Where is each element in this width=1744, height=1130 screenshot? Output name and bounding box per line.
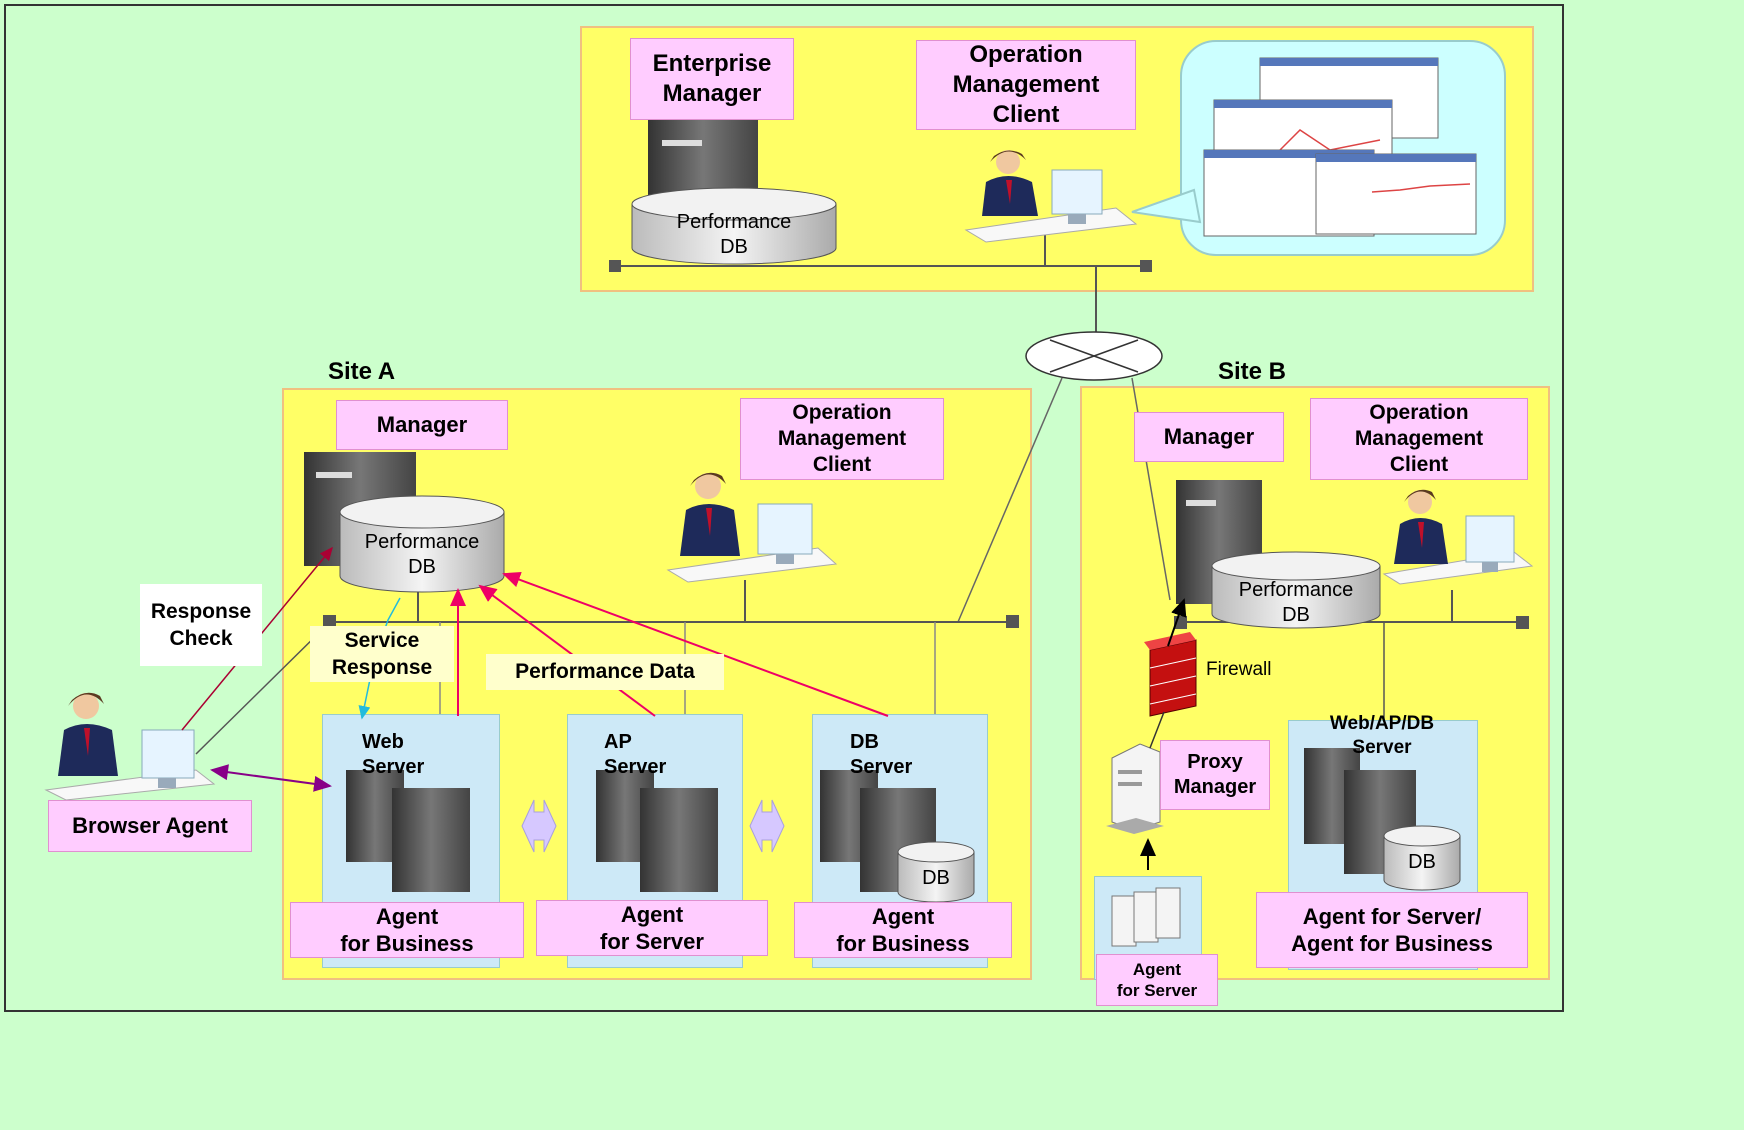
site-a-local-db-label: DB xyxy=(922,867,950,889)
browser-agent-operator-icon xyxy=(44,692,216,801)
web-ap-link-icon xyxy=(521,799,557,853)
screen-preview-windows xyxy=(1203,57,1477,237)
ap-server-label: AP Server xyxy=(604,731,667,778)
ap-data-arrow xyxy=(478,584,656,717)
firewall-icon xyxy=(1144,632,1197,717)
enterprise-manager-label: Enterprise Manager xyxy=(630,38,794,120)
diagram-frame xyxy=(4,4,1564,1012)
browser-agent-label: Browser Agent xyxy=(48,800,252,852)
proxy-manager-label: Proxy Manager xyxy=(1160,740,1270,810)
diagram-graphics xyxy=(44,57,1534,947)
ap-db-link-icon xyxy=(749,799,785,853)
agent-for-server-label: Agent for Server xyxy=(536,900,768,956)
site-b-op-client-label: Operation Management Client xyxy=(1310,398,1528,480)
browser-web-arrow xyxy=(210,764,332,792)
site-a-op-client-label: Operation Management Client xyxy=(740,398,944,480)
site-b-db-label: Performance DB xyxy=(1238,579,1354,626)
response-check-note: Response Check xyxy=(140,584,262,666)
site-a-local-db-icon xyxy=(897,841,975,903)
site-a-operator-icon xyxy=(666,472,838,583)
agent-server-business-label: Agent for Server/ Agent for Business xyxy=(1256,892,1528,968)
site-b-agent-for-server-label: Agent for Server xyxy=(1096,954,1218,1006)
agent-for-business-label-2: Agent for Business xyxy=(794,902,1012,958)
site-b-manager-label: Manager xyxy=(1134,412,1284,462)
site-b-operator-icon xyxy=(1382,489,1534,585)
enterprise-db-label: Performance DB xyxy=(676,211,792,258)
bubble-pointer xyxy=(1131,188,1202,224)
site-a-db-label: Performance DB xyxy=(364,531,480,578)
enterprise-op-client-label: Operation Management Client xyxy=(916,40,1136,130)
agent-for-business-label-1: Agent for Business xyxy=(290,902,524,958)
site-b-agent-servers-icon xyxy=(1111,887,1181,947)
site-a-db-icon xyxy=(339,495,505,593)
web-server-label: Web Server xyxy=(362,731,425,778)
wan-link-site-a xyxy=(957,377,1063,623)
performance-data-note: Performance Data xyxy=(486,654,724,690)
firewall-label: Firewall xyxy=(1206,659,1272,680)
db-data-arrow xyxy=(502,572,889,717)
service-response-note: Service Response xyxy=(310,626,454,682)
site-a-manager-label: Manager xyxy=(336,400,508,450)
wan-router-icon xyxy=(1025,331,1163,381)
db-server-label: DB Server xyxy=(850,731,913,778)
site-b-db-icon xyxy=(1211,551,1381,629)
proxy-to-firewall-link xyxy=(1149,711,1165,749)
site-b-server-label: Web/AP/DB Server xyxy=(1329,713,1435,758)
web-server-icon xyxy=(346,770,470,892)
site-b-local-db-label: DB xyxy=(1408,851,1436,873)
enterprise-operator-icon xyxy=(964,150,1138,243)
site-b-title: Site B xyxy=(1218,358,1287,385)
enterprise-db-icon xyxy=(631,187,837,265)
firewall-to-manager-arrow xyxy=(1167,598,1187,647)
site-b-local-db-icon xyxy=(1383,825,1461,891)
site-a-title: Site A xyxy=(328,358,396,385)
proxy-manager-server-icon xyxy=(1106,743,1164,834)
ap-server-icon xyxy=(596,770,718,892)
